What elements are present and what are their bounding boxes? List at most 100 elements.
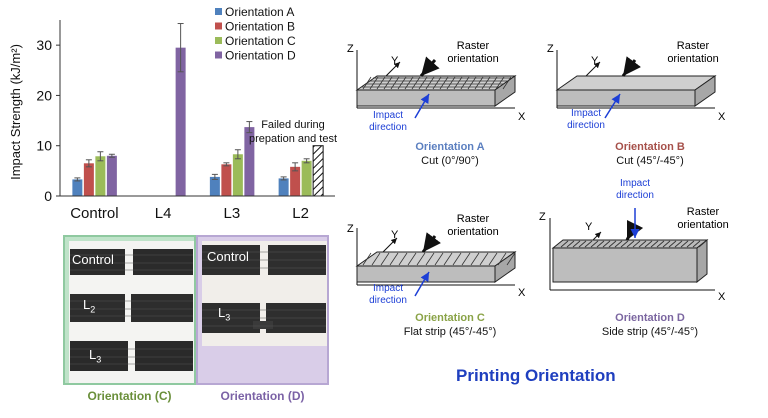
raster-line xyxy=(453,76,463,90)
raster-line xyxy=(560,240,569,248)
orientation-b-subtitle: Cut (45°/-45°) xyxy=(616,155,684,167)
y-tick-label: 30 xyxy=(36,37,52,53)
axis-z-d: Z xyxy=(539,211,546,223)
raster-line xyxy=(488,76,498,90)
raster-line xyxy=(620,240,629,248)
y-axis-label: Impact Strength (kJ/m²) xyxy=(8,44,23,180)
legend-swatch xyxy=(215,37,222,44)
chart-annotation: Failed during prepation and test xyxy=(248,119,338,145)
legend-swatch xyxy=(215,22,222,30)
bar xyxy=(72,179,83,196)
bar xyxy=(312,145,324,197)
raster-line xyxy=(390,76,400,90)
raster-line xyxy=(380,252,390,266)
orientation-a-subtitle: Cut (0°/90°) xyxy=(421,155,479,167)
raster-label-c: Raster orientation xyxy=(447,213,499,238)
orientation-diagrams: Z Y X Z Y X Z Y X Z Y X xyxy=(347,43,726,303)
x-tick-label: L4 xyxy=(155,205,172,222)
raster-line xyxy=(584,240,593,248)
photo-label-control: Control xyxy=(207,249,249,264)
raster-line xyxy=(474,76,484,90)
raster-line xyxy=(590,240,599,248)
legend-label: Orientation C xyxy=(225,34,296,48)
axis-x-c: X xyxy=(518,287,526,299)
y-tick-label: 0 xyxy=(44,188,52,204)
photo-label-control: Control xyxy=(72,252,114,267)
bar xyxy=(95,156,106,196)
legend-label: Orientation D xyxy=(225,49,296,63)
raster-line xyxy=(404,76,414,90)
raster-line xyxy=(495,76,505,90)
bar xyxy=(209,176,220,196)
bar xyxy=(290,166,301,196)
raster-line xyxy=(572,240,581,248)
raster-line xyxy=(656,240,665,248)
raster-line xyxy=(497,252,507,266)
bar xyxy=(301,160,312,196)
orientation-d-title: Orientation D xyxy=(615,312,685,324)
raster-line xyxy=(502,76,512,90)
raster-line xyxy=(362,252,372,266)
raster-label-d: Raster orientation xyxy=(677,206,729,231)
raster-line xyxy=(644,240,653,248)
raster-line xyxy=(425,76,435,90)
axis-y-b: Y xyxy=(591,55,599,67)
axis-y-d: Y xyxy=(585,221,593,233)
raster-line xyxy=(632,240,641,248)
raster-line xyxy=(608,240,617,248)
raster-line xyxy=(668,240,677,248)
raster-line xyxy=(371,252,381,266)
photo-label-l3: L3 xyxy=(89,347,102,365)
raster-line xyxy=(614,240,623,248)
raster-line xyxy=(416,252,426,266)
raster-line xyxy=(432,76,442,90)
raster-label-b: Raster orientation xyxy=(667,40,719,65)
raster-line xyxy=(383,76,393,90)
raster-line xyxy=(578,240,587,248)
specimen-photo-d xyxy=(202,241,327,346)
legend-label: Orientation B xyxy=(225,20,295,34)
raster-line xyxy=(369,76,379,90)
legend-swatch xyxy=(215,51,222,59)
axis-y-c: Y xyxy=(391,229,399,241)
raster-line xyxy=(626,240,635,248)
page-title: Printing Orientation xyxy=(456,366,616,385)
raster-line xyxy=(411,76,421,90)
photo-label-l2: L2 xyxy=(83,297,96,315)
orientation-c-title: Orientation C xyxy=(415,312,485,324)
raster-line xyxy=(362,76,372,90)
raster-line xyxy=(662,240,671,248)
raster-line xyxy=(460,76,470,90)
impact-label-a: Impact direction xyxy=(369,110,407,133)
diagram-orientation-c xyxy=(355,228,517,297)
orientation-c-subtitle: Flat strip (45°/-45°) xyxy=(403,326,497,338)
raster-line xyxy=(481,76,491,90)
diagram-orientation-b xyxy=(362,50,717,119)
raster-line xyxy=(467,76,477,90)
axis-x-a: X xyxy=(518,111,526,123)
bar xyxy=(221,164,232,196)
photo-panel-orientation-d: Control L3 xyxy=(196,235,329,385)
axis-z-b: Z xyxy=(547,43,554,55)
diagram-orientation-d xyxy=(549,208,715,291)
raster-line xyxy=(398,252,408,266)
raster-line xyxy=(650,240,659,248)
raster-line xyxy=(680,240,689,248)
raster-line xyxy=(479,252,489,266)
raster-line xyxy=(692,240,701,248)
diagram-orientation-a xyxy=(355,50,517,119)
raster-label-a: Raster orientation xyxy=(447,40,499,65)
axis-y-a: Y xyxy=(391,55,399,67)
bar xyxy=(175,47,186,197)
raster-line xyxy=(461,252,471,266)
orientation-a-title: Orientation A xyxy=(415,141,485,153)
bar xyxy=(232,154,243,196)
raster-line xyxy=(674,240,683,248)
raster-line xyxy=(686,240,695,248)
raster-line xyxy=(389,252,399,266)
y-tick-label: 20 xyxy=(36,87,52,103)
bar xyxy=(244,127,255,196)
photo-label-l3: L3 xyxy=(218,305,231,323)
axis-x-b: X xyxy=(718,111,726,123)
